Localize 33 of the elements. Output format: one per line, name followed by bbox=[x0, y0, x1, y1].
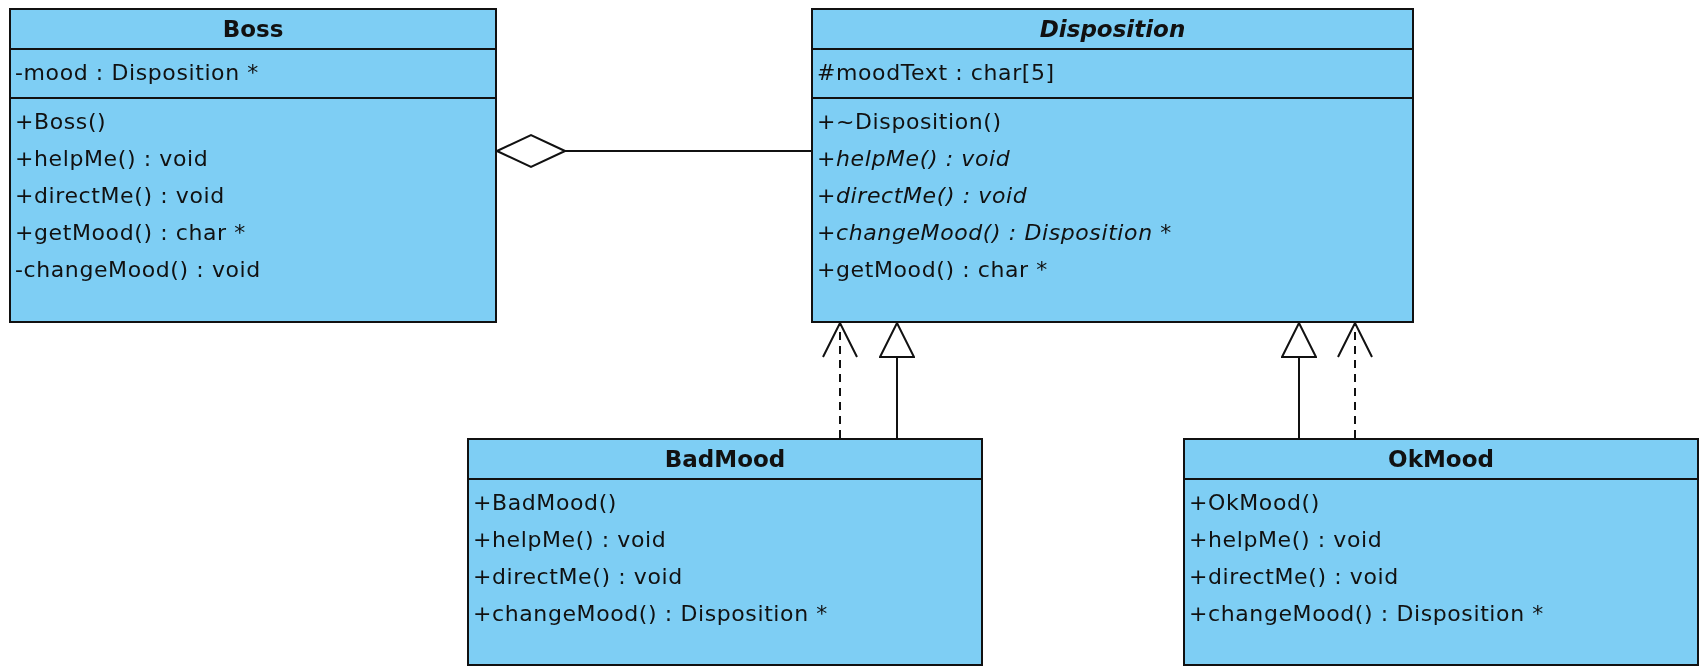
member-text: +directMe() : void bbox=[473, 563, 684, 591]
member-text: +OkMood() bbox=[1189, 489, 1321, 517]
member-text: +changeMood() : Disposition * bbox=[1189, 600, 1545, 628]
member-text: #moodText : char[5] bbox=[817, 59, 1056, 87]
member-text: +~Disposition() bbox=[817, 108, 1003, 136]
class-box bbox=[1183, 438, 1699, 666]
member-text: +Boss() bbox=[15, 108, 108, 136]
dependency-arrow bbox=[1337, 322, 1373, 439]
inheritance-arrow bbox=[879, 322, 915, 439]
member-text: +changeMood() : Disposition* bbox=[817, 219, 1173, 247]
member-text: +helpMe() : void bbox=[1189, 526, 1384, 554]
member-text: -mood : Disposition * bbox=[15, 59, 260, 87]
member-text: +helpMe() : void bbox=[817, 145, 1012, 173]
member-text: +getMood() : char * bbox=[15, 219, 247, 247]
class-name: BadMood bbox=[469, 440, 981, 480]
member-text: +directMe() : void bbox=[817, 182, 1029, 210]
member-text: +directMe() : void bbox=[15, 182, 226, 210]
class-name: OkMood bbox=[1185, 440, 1697, 480]
member-text: +getMood() : char * bbox=[817, 256, 1049, 284]
member-text: -changeMood() : void bbox=[15, 256, 262, 284]
inheritance-arrow bbox=[1281, 322, 1317, 439]
member-text: +directMe() : void bbox=[1189, 563, 1400, 591]
member-text: +helpMe() : void bbox=[473, 526, 668, 554]
class-box bbox=[811, 8, 1414, 323]
class-name: Disposition bbox=[813, 10, 1412, 50]
member-text: +helpMe() : void bbox=[15, 145, 210, 173]
member-text: +changeMood() : Disposition * bbox=[473, 600, 829, 628]
class-name: Boss bbox=[11, 10, 495, 50]
class-box bbox=[467, 438, 983, 666]
aggregation-connector bbox=[496, 134, 812, 168]
dependency-arrow bbox=[822, 322, 858, 439]
class-box bbox=[9, 8, 497, 323]
member-text: +BadMood() bbox=[473, 489, 618, 517]
